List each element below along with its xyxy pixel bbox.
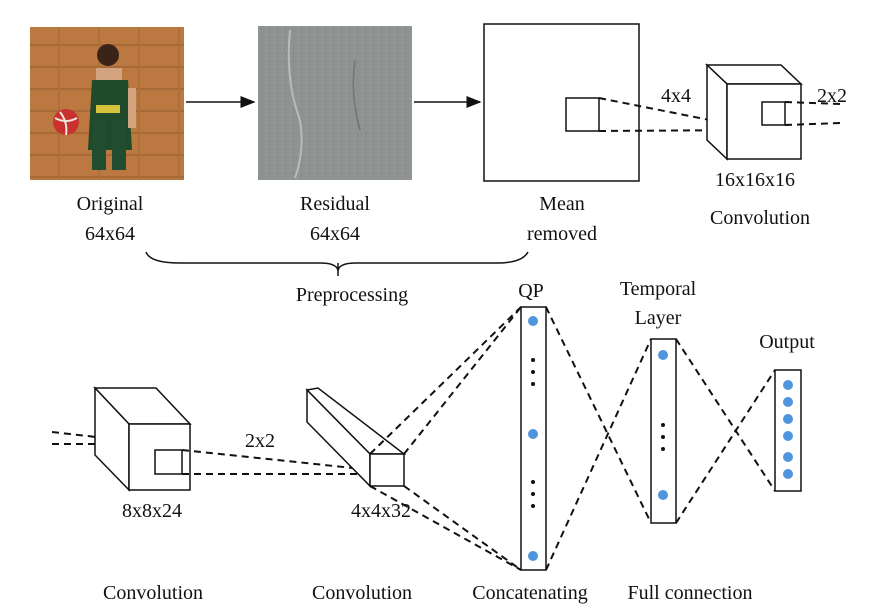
preprocessing-label: Preprocessing [296,284,408,306]
conv1-label: Convolution [710,207,810,229]
conv2-label: Convolution [103,582,203,604]
mean-label-line2: removed [527,223,597,245]
qp-label: QP [518,280,544,302]
original-label-line2: 64x64 [85,223,135,245]
concat-node-top [528,316,538,326]
conv2-cube [93,386,192,492]
temporal-label-line1: Temporal [620,278,697,300]
preprocessing-brace [145,251,529,273]
output-label: Output [759,331,815,353]
conv2-pool-label: 2x2 [245,430,275,452]
conv3-label: Convolution [312,582,412,604]
conv1-cube [705,63,803,161]
concat-node-bottom [528,551,538,561]
kernel-window [565,97,600,132]
concat-label: Concatenating [472,582,588,604]
conv2-size-label: 8x8x24 [122,500,182,522]
temporal-label-line2: Layer [635,307,682,329]
conv1-kernel-label: 4x4 [661,85,691,107]
conv1-size-label: 16x16x16 [715,169,795,191]
temporal-node-top [658,350,668,360]
mean-removed-box [483,23,640,182]
conv1-pool-label: 2x2 [817,85,847,107]
original-label-line1: Original [77,193,144,215]
mean-label-line1: Mean [539,193,585,215]
conv3-size-label: 4x4x32 [351,500,411,522]
conv3-cuboid [305,387,407,488]
residual-image [258,26,412,180]
original-image [30,27,184,180]
full-connection-label: Full connection [628,582,753,604]
residual-label-line1: Residual [300,193,370,215]
residual-label-line2: 64x64 [310,223,360,245]
temporal-node-bottom [658,490,668,500]
concat-node-middle [528,429,538,439]
